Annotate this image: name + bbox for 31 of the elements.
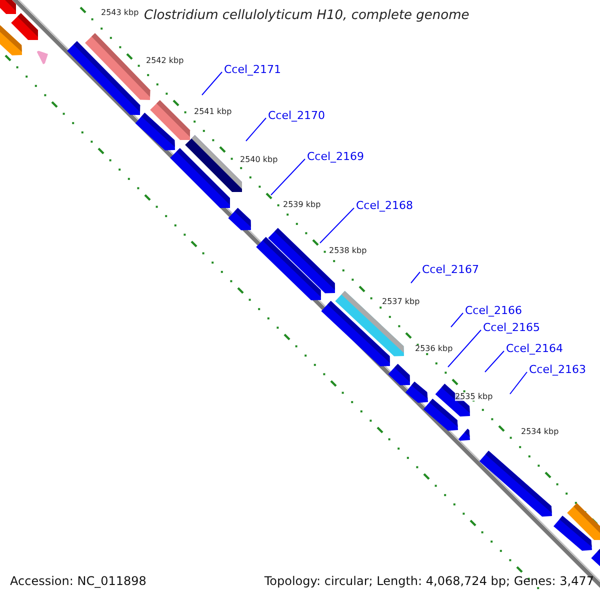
- scale-label: 2537 kbp: [382, 298, 420, 306]
- gene-label: Ccel_2165: [483, 322, 540, 333]
- scale-label: 2534 kbp: [521, 428, 559, 436]
- leader-line: [270, 158, 306, 196]
- gene-label: Ccel_2166: [465, 305, 522, 316]
- genome-stats-text: Topology: circular; Length: 4,068,724 bp; Genes: 3,477: [264, 575, 594, 587]
- leader-line: [450, 312, 464, 328]
- scale-label: 2540 kbp: [240, 156, 278, 164]
- gene-label: Ccel_2167: [422, 264, 480, 275]
- leader-line: [510, 372, 528, 394]
- scale-label: 2542 kbp: [146, 57, 184, 65]
- scale-label: 2541 kbp: [194, 108, 232, 116]
- scale-label: 2543 kbp: [101, 9, 139, 17]
- gene-label: Ccel_2168: [356, 200, 414, 211]
- scale-label: 2535 kbp: [455, 393, 493, 401]
- leader-line: [410, 272, 420, 284]
- scale-label: 2538 kbp: [329, 247, 367, 255]
- scale-label: 2536 kbp: [415, 345, 453, 353]
- leader-line: [320, 208, 354, 244]
- leader-line: [202, 72, 222, 96]
- leader-line: [246, 118, 266, 142]
- leader-line: [484, 350, 504, 372]
- gene-label: Ccel_2169: [307, 151, 364, 162]
- genome-title: Clostridium cellulolyticum H10, complete genome: [144, 9, 470, 22]
- gene-label: Ccel_2170: [268, 110, 326, 121]
- gene-label: Ccel_2163: [529, 364, 586, 375]
- leader-line: [448, 330, 482, 368]
- gene-label: Ccel_2164: [506, 343, 564, 354]
- scale-label: 2539 kbp: [283, 201, 321, 209]
- accession-text: Accession: NC_011898: [10, 575, 146, 587]
- gene-label: Ccel_2171: [224, 64, 282, 75]
